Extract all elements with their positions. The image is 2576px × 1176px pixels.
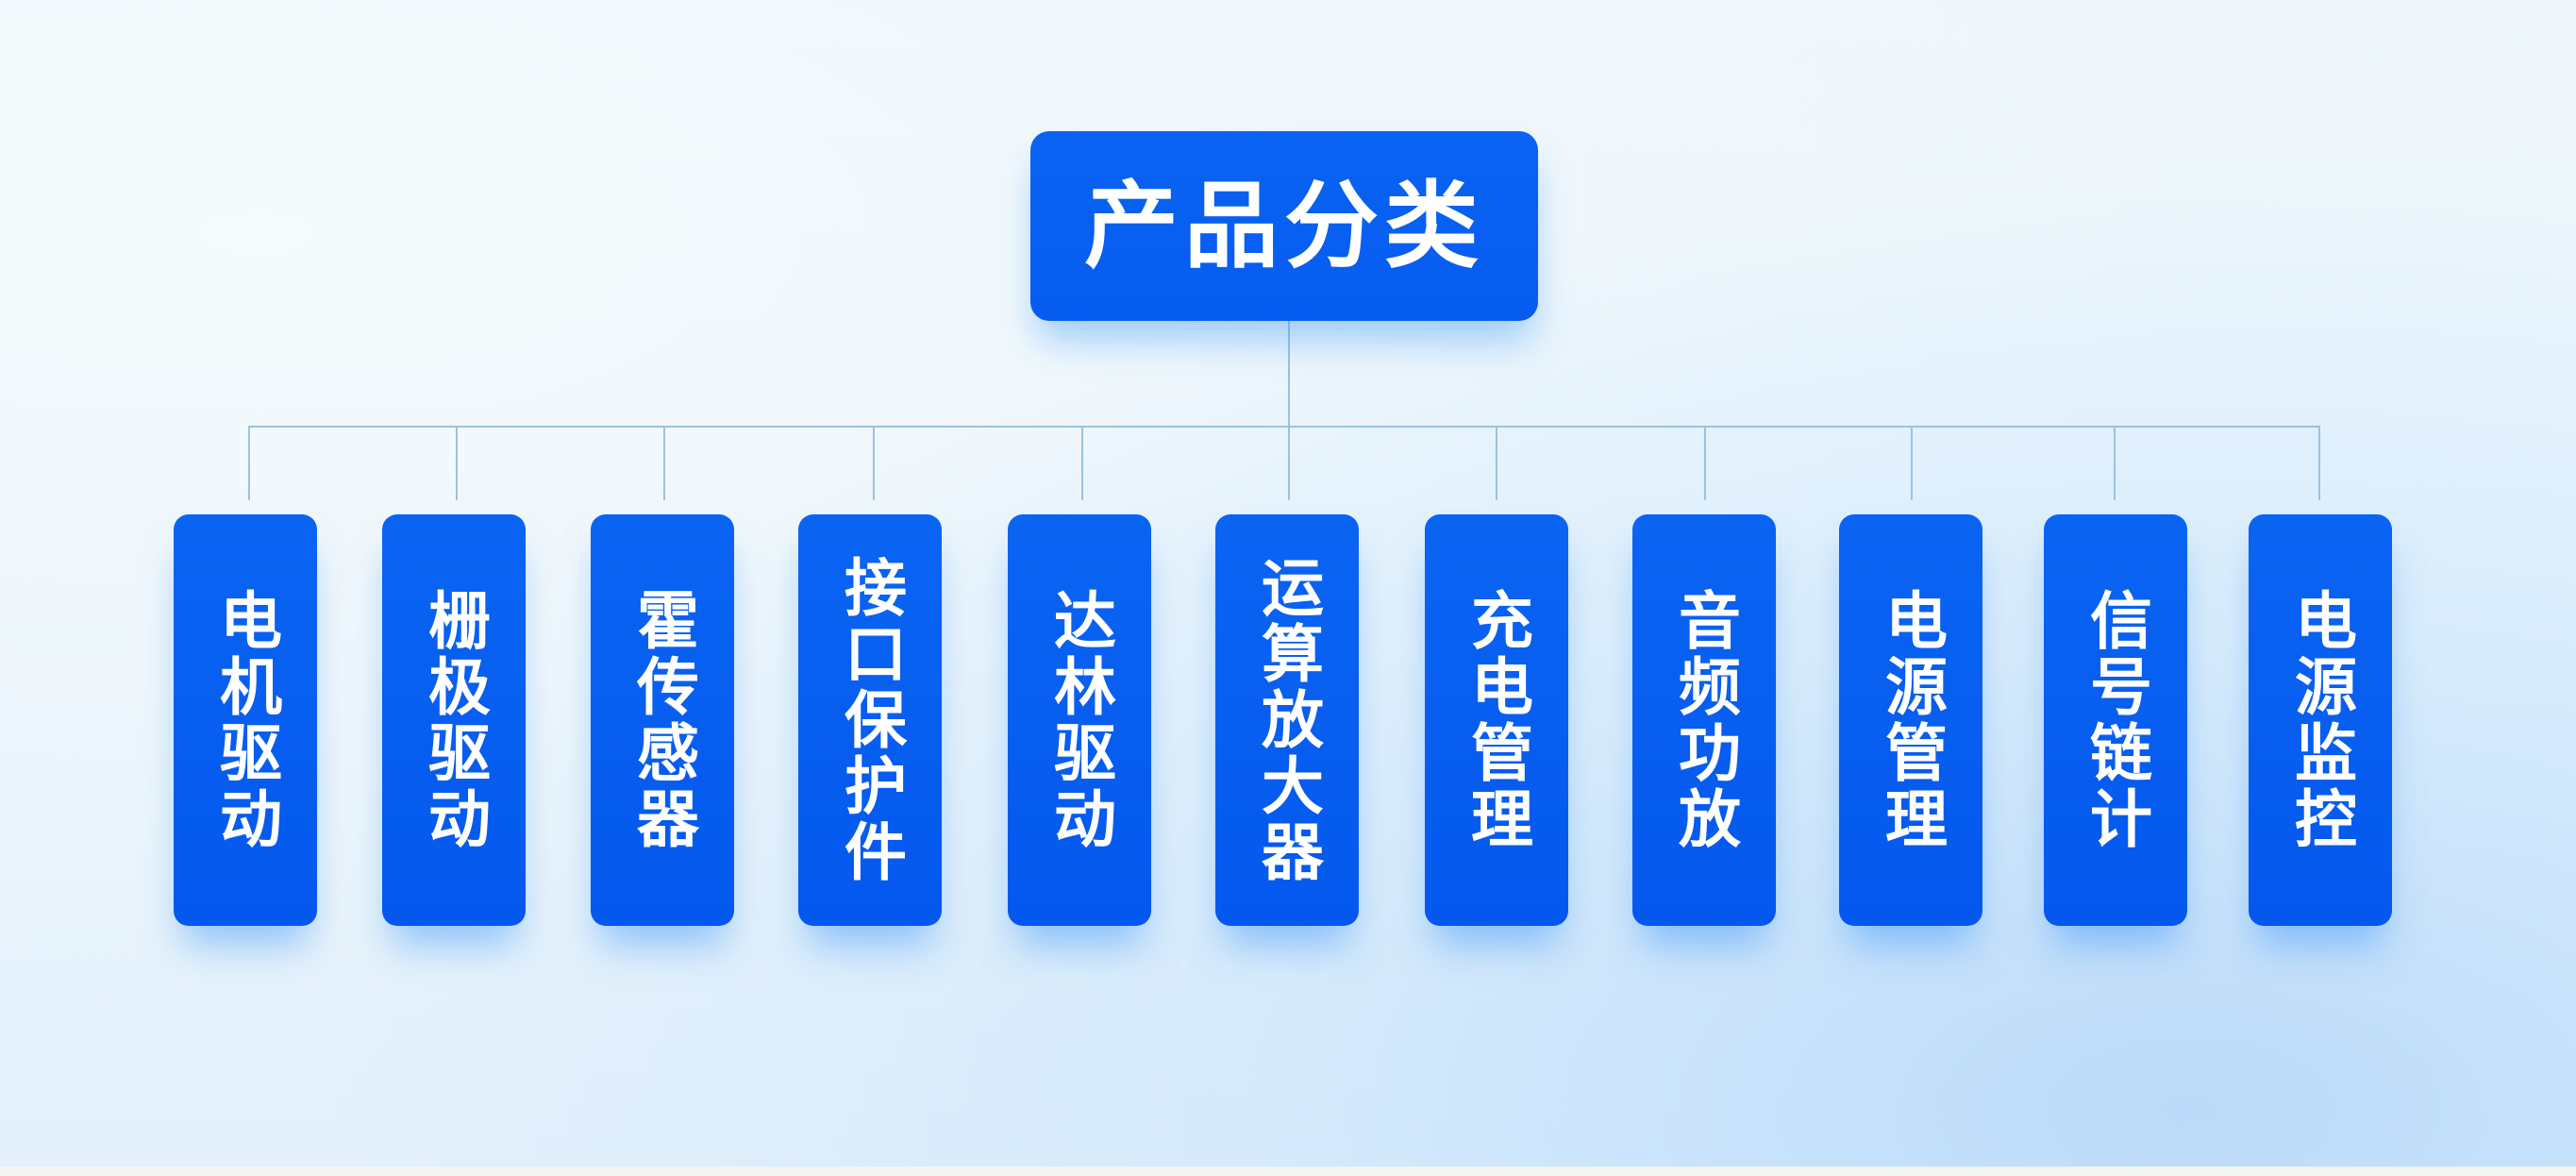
connector-drop-2 <box>456 427 458 500</box>
root-node-label: 产品分类 <box>1084 170 1484 281</box>
child-node-label: 电机驱动 <box>209 588 282 852</box>
connector-drop-7 <box>1496 427 1497 500</box>
child-node-interface-protection: 接口保护件 <box>798 514 942 926</box>
child-node-signal-chain: 信号链计 <box>2044 514 2187 926</box>
child-node-label: 电源管理 <box>1875 588 1948 852</box>
connector-drop-1 <box>248 427 250 500</box>
connector-drop-5 <box>1081 427 1083 500</box>
connector-drop-11 <box>2318 427 2320 500</box>
connector-drop-4 <box>873 427 875 500</box>
child-node-label: 达林驱动 <box>1044 588 1116 852</box>
child-node-label: 接口保护件 <box>834 555 907 885</box>
child-node-power-management: 电源管理 <box>1839 514 1982 926</box>
child-node-label: 栅极驱动 <box>418 588 491 852</box>
child-node-darlington-driver: 达林驱动 <box>1008 514 1151 926</box>
child-node-charge-management: 充电管理 <box>1425 514 1568 926</box>
connector-drop-8 <box>1704 427 1706 500</box>
connector-drop-9 <box>1911 427 1913 500</box>
child-node-label: 信号链计 <box>2080 588 2152 852</box>
child-node-motor-driver: 电机驱动 <box>174 514 317 926</box>
child-node-label: 运算放大器 <box>1251 555 1324 885</box>
connector-drop-3 <box>663 427 665 500</box>
root-node-product-category: 产品分类 <box>1030 131 1538 321</box>
child-node-gate-driver: 栅极驱动 <box>382 514 526 926</box>
root-connector-vertical <box>1288 321 1290 500</box>
child-node-audio-amplifier: 音频功放 <box>1632 514 1776 926</box>
connector-drop-10 <box>2114 427 2116 500</box>
child-node-hall-sensor: 霍传感器 <box>591 514 734 926</box>
child-node-power-monitoring: 电源监控 <box>2249 514 2392 926</box>
connector-horizontal-bus <box>248 426 2320 428</box>
child-node-label: 充电管理 <box>1461 588 1533 852</box>
child-node-label: 霍传感器 <box>627 588 699 852</box>
child-node-label: 音频功放 <box>1668 588 1741 852</box>
child-node-label: 电源监控 <box>2284 588 2357 852</box>
child-node-op-amp: 运算放大器 <box>1215 514 1359 926</box>
bottom-edge-strip <box>0 1167 2576 1176</box>
